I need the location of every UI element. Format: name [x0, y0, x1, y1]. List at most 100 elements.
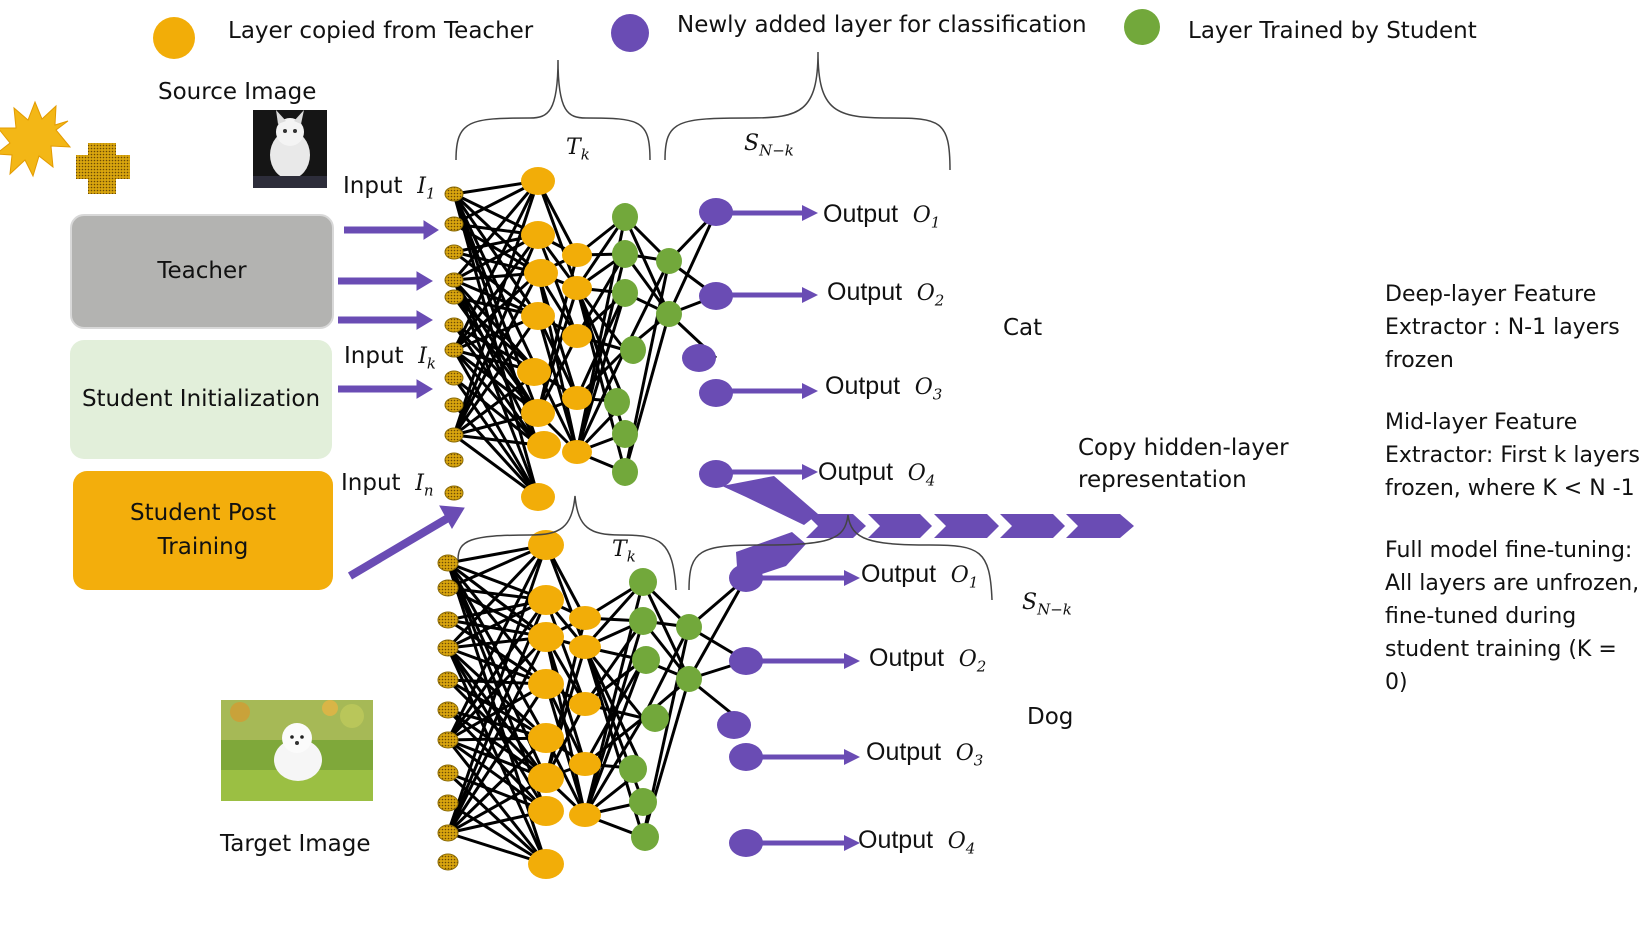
- top-edge: [452, 279, 540, 414]
- bottom-input-node: [437, 611, 459, 629]
- cross-icon: [76, 143, 130, 194]
- bottom-edge: [583, 659, 645, 765]
- top-output-arrowhead: [802, 464, 818, 480]
- top-teacher2-node: [562, 440, 592, 464]
- target-image-label: Target Image: [220, 831, 371, 857]
- input-n-label: Input In: [341, 470, 434, 500]
- bottom-edge: [446, 736, 548, 835]
- top-teacher-node: [521, 483, 555, 511]
- target-image: [221, 700, 373, 801]
- top-student-node: [612, 203, 638, 231]
- top-edge: [623, 260, 671, 351]
- bottom-edge: [446, 544, 548, 834]
- teacher-box-label: Teacher: [157, 257, 247, 284]
- top-edge: [452, 180, 540, 351]
- top-teacher2-node: [562, 243, 592, 267]
- top-edge: [452, 192, 540, 275]
- source-image: [253, 110, 327, 188]
- bottom-edge: [583, 659, 645, 816]
- student-init-box: Student Initialization: [70, 340, 332, 459]
- top-input-node: [444, 452, 464, 468]
- bottom-teacher-node: [528, 849, 564, 879]
- bottom-edge: [446, 599, 548, 741]
- top-teacher2-node: [562, 276, 592, 300]
- bottom-edge: [583, 620, 645, 816]
- bottom-output-arrowhead: [844, 653, 860, 669]
- bottom-brace: [688, 514, 993, 601]
- bottom-new-node: [717, 711, 751, 739]
- bottom-output-2: Output O2: [869, 644, 987, 676]
- top-student-node: [612, 420, 638, 448]
- top-teacher-node: [521, 221, 555, 249]
- top-student-node: [620, 336, 646, 364]
- legend-new-layer-label: Newly added layer for classification: [677, 12, 1087, 38]
- top-teacher-node: [517, 358, 551, 386]
- top-edge: [453, 271, 539, 282]
- input-k-label: Input Ik: [344, 343, 436, 373]
- top-edge: [536, 287, 579, 414]
- top-edge: [667, 211, 718, 315]
- bottom-edge: [544, 599, 587, 705]
- top-snk-label: SN−k: [744, 131, 794, 160]
- top-brace: [664, 51, 951, 171]
- bottom-teacher-node: [528, 669, 564, 699]
- bottom-input-node: [437, 671, 459, 689]
- bottom-student2-node: [676, 614, 702, 640]
- input-1-label: Input I1: [343, 173, 436, 203]
- top-edge: [452, 234, 540, 436]
- student-post-label-line2: Training: [157, 533, 249, 560]
- legend-student-label: Layer Trained by Student: [1188, 18, 1477, 44]
- bottom-edge: [687, 577, 748, 680]
- top-edge: [453, 348, 539, 415]
- top-output-4: Output O4: [818, 458, 936, 490]
- bottom-output-4: Output O4: [858, 826, 976, 858]
- top-edge: [453, 433, 539, 447]
- bottom-student-node: [629, 607, 657, 635]
- top-tk-label: Tk: [566, 135, 590, 164]
- bottom-snk-label: SN−k: [1022, 590, 1072, 619]
- top-edge: [452, 315, 540, 436]
- top-edge: [452, 234, 540, 351]
- input-arrows: [338, 220, 465, 580]
- top-edge: [575, 292, 627, 399]
- top-input-node: [444, 397, 464, 413]
- top-student-node: [604, 388, 630, 416]
- student-init-label: Student Initialization: [81, 385, 321, 412]
- top-output-2: Output O2: [827, 278, 945, 310]
- bottom-student-node: [629, 568, 657, 596]
- top-student-node: [612, 279, 638, 307]
- bottom-edge: [544, 646, 587, 779]
- bottom-input-node: [437, 731, 459, 749]
- bottom-teacher2-node: [569, 606, 601, 630]
- bottom-output-1: Output O1: [861, 560, 979, 592]
- top-teacher-node: [521, 302, 555, 330]
- top-student2-node: [656, 301, 682, 327]
- top-teacher2-node: [562, 386, 592, 410]
- top-student-node: [612, 240, 638, 268]
- bottom-edge: [447, 801, 547, 866]
- top-new-node: [682, 344, 716, 372]
- bottom-edge: [447, 586, 547, 639]
- top-teacher2-node: [562, 324, 592, 348]
- sunburst-icon: [0, 100, 72, 178]
- top-edge: [452, 180, 540, 281]
- top-edge: [452, 180, 540, 436]
- mid-layer-note: Mid-layer Feature Extractor: First k lay…: [1385, 410, 1640, 501]
- bottom-teacher2-node: [569, 692, 601, 716]
- top-input-node: [444, 485, 464, 501]
- top-student-node: [612, 458, 638, 486]
- top-input-node: [444, 342, 464, 358]
- top-input-node: [444, 427, 464, 443]
- bottom-input-node: [437, 794, 459, 812]
- bottom-output-arrowhead: [844, 749, 860, 765]
- top-edge: [452, 403, 540, 499]
- bottom-edge: [447, 776, 547, 835]
- student-post-label-line1: Student Post: [130, 500, 276, 527]
- bottom-output-3: Output O3: [866, 738, 984, 770]
- top-edge: [575, 292, 627, 453]
- top-input-node: [444, 216, 464, 232]
- top-edge: [452, 349, 540, 446]
- top-output-1: Output O1: [823, 200, 941, 232]
- top-edge: [536, 315, 579, 399]
